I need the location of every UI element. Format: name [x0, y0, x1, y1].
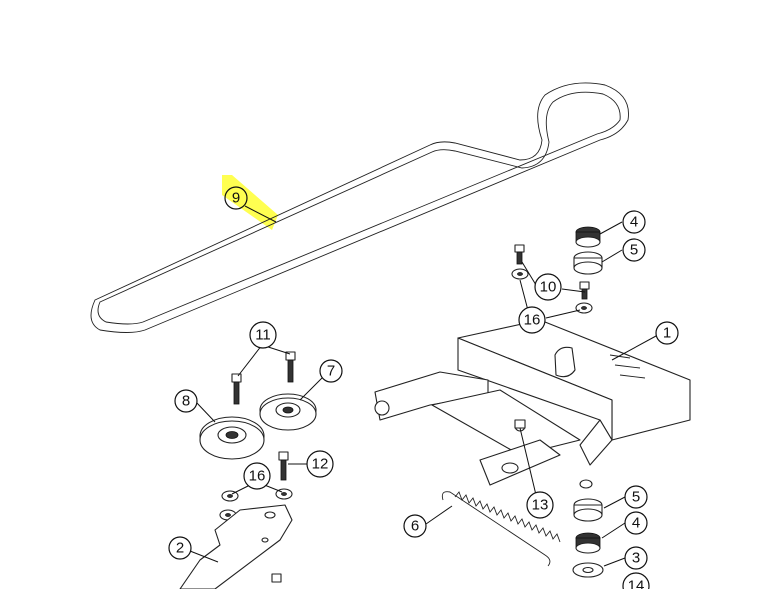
- svg-text:2: 2: [176, 540, 184, 557]
- leader-lines: [189, 205, 657, 567]
- idler-bracket[interactable]: [374, 319, 691, 486]
- callout-4-top: 4: [622, 210, 646, 234]
- callout-16-right: 16: [518, 306, 546, 334]
- svg-text:8: 8: [182, 393, 190, 410]
- bearing-cup-5-top[interactable]: [573, 251, 603, 275]
- nut-13[interactable]: [514, 419, 526, 429]
- svg-text:14: 14: [628, 578, 645, 589]
- bolt-11b[interactable]: [285, 351, 296, 383]
- svg-text:4: 4: [630, 214, 638, 231]
- svg-text:13: 13: [532, 497, 549, 514]
- svg-text:7: 7: [327, 363, 335, 380]
- callout-13: 13: [526, 491, 554, 519]
- callout-2: 2: [168, 536, 192, 560]
- svg-text:11: 11: [255, 327, 271, 344]
- svg-text:6: 6: [411, 518, 419, 535]
- svg-text:3: 3: [632, 550, 640, 567]
- svg-text:4: 4: [632, 515, 640, 532]
- callout-12: 12: [306, 450, 334, 478]
- bolt-10b[interactable]: [579, 281, 590, 300]
- idler-pulley-8[interactable]: [199, 416, 265, 460]
- nut-small[interactable]: [579, 479, 593, 489]
- svg-text:9: 9: [232, 190, 240, 207]
- callout-7: 7: [319, 359, 343, 383]
- tension-spring[interactable]: [441, 491, 561, 567]
- highlight-marker: [222, 175, 278, 230]
- bearing-cup-5-bottom[interactable]: [573, 498, 603, 522]
- callout-16-left: 16: [243, 462, 271, 490]
- drive-belt[interactable]: [90, 82, 629, 333]
- svg-text:12: 12: [312, 456, 329, 473]
- bearing-4-top[interactable]: [575, 226, 601, 248]
- svg-text:16: 16: [524, 312, 541, 329]
- bolt-12[interactable]: [278, 451, 289, 481]
- svg-text:5: 5: [632, 489, 640, 506]
- callout-6: 6: [403, 514, 427, 538]
- svg-text:10: 10: [540, 279, 557, 296]
- callout-5-top: 5: [622, 238, 646, 262]
- idler-pulley-7[interactable]: [259, 393, 317, 431]
- callout-3: 3: [624, 546, 648, 570]
- callout-9: 9: [224, 186, 248, 210]
- callout-11: 11: [249, 321, 277, 349]
- washer-3[interactable]: [572, 562, 604, 578]
- svg-text:16: 16: [249, 468, 266, 485]
- svg-text:5: 5: [630, 242, 638, 259]
- callout-14: 14: [622, 572, 650, 589]
- callout-4-bottom: 4: [624, 511, 648, 535]
- callout-5-bottom: 5: [624, 485, 648, 509]
- bolt-11a[interactable]: [231, 373, 242, 405]
- callout-10: 10: [534, 273, 562, 301]
- svg-text:1: 1: [663, 325, 671, 342]
- idler-arm[interactable]: [179, 504, 293, 589]
- callout-8: 8: [174, 389, 198, 413]
- washer-16-right[interactable]: [511, 268, 593, 314]
- callout-1: 1: [655, 321, 679, 345]
- bearing-4-bottom[interactable]: [575, 532, 601, 554]
- bolt-10a[interactable]: [514, 244, 525, 265]
